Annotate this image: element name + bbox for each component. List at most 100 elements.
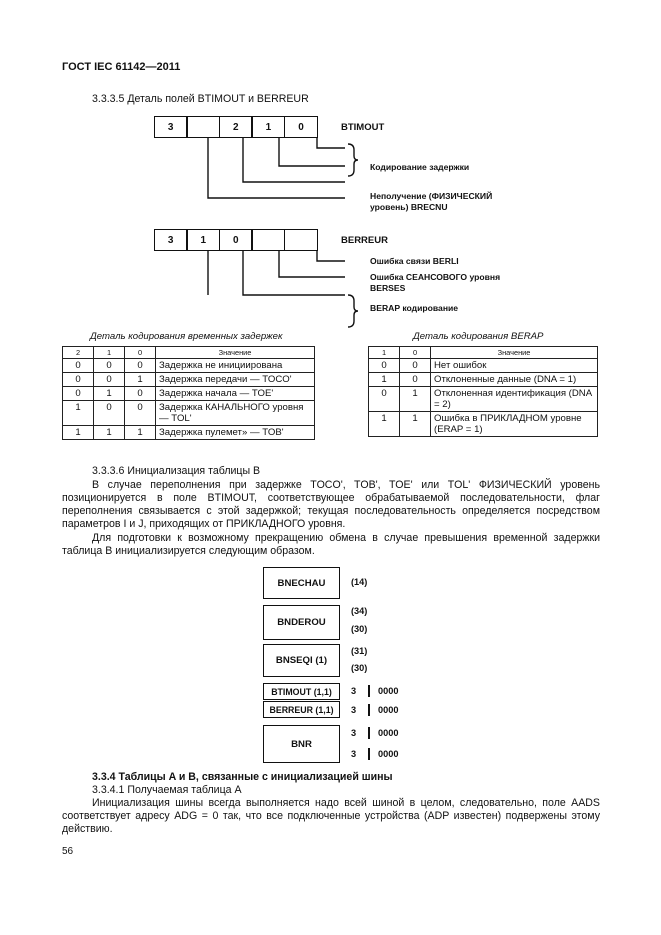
table-cell: 1: [62, 400, 94, 426]
bnderou-box: BNDEROU: [263, 605, 340, 640]
btimout-entry-b: 0000: [378, 686, 399, 696]
section-3-3-4-1-title: 3.3.4.1 Получаемая таблица A: [92, 784, 242, 796]
berreur-entry-box: BERREUR (1,1): [263, 701, 340, 718]
table-cell: 0: [399, 372, 431, 387]
table-cell: 0: [124, 400, 156, 426]
btimout-bit-cell: 3: [153, 116, 188, 138]
bnderou-value-2: (30): [351, 624, 368, 634]
table-cell: Отклоненная идентификация (DNA = 2): [430, 386, 598, 412]
table-cell: 1: [124, 372, 156, 387]
page-number: 56: [62, 846, 74, 857]
bnr-separator-1: [368, 727, 370, 739]
table-cell: Нет ошибок: [430, 358, 598, 373]
table-cell: Задержка КАНАЛЬНОГО уровня — TOL': [155, 400, 315, 426]
table1-header: Значение: [155, 346, 315, 359]
bnr-entry-a2: 3: [351, 749, 357, 759]
table-cell: Задержка не инициирована: [155, 358, 315, 373]
bnr-entry-b2: 0000: [378, 749, 399, 759]
table-cell: 1: [124, 425, 156, 440]
table-cell: 0: [124, 386, 156, 401]
btimout-entry-separator: [368, 685, 370, 697]
btimout-entry-a: 3: [351, 686, 357, 696]
table-cell: 1: [93, 425, 125, 440]
table-cell: Ошибка в ПРИКЛАДНОМ уровне (ERAP = 1): [430, 411, 598, 437]
btimout-entry-box: BTIMOUT (1,1): [263, 683, 340, 700]
table-cell: 1: [368, 411, 400, 437]
btimout-note-brecnu-line2: уровень) BRECNU: [370, 202, 448, 212]
table-cell: 0: [62, 358, 94, 373]
bnechau-box: BNECHAU: [263, 567, 340, 599]
section-3-3-3-5-title: 3.3.3.5 Деталь полей BTIMOUT и BERREUR: [92, 93, 309, 105]
table1-header: 1: [93, 346, 125, 359]
table-cell: 1: [399, 411, 431, 437]
btimout-register-name: BTIMOUT: [341, 122, 385, 133]
bnderou-value-1: (34): [351, 606, 368, 616]
berreur-bit-cell: [251, 229, 286, 251]
table-cell: 1: [62, 425, 94, 440]
berreur-note-berses-line1: Ошибка СЕАНСОВОГО уровня: [370, 272, 501, 282]
paragraph-table-b-init: Для подготовки к возможному прекращению …: [62, 532, 600, 557]
btimout-register: 3 2 1 0: [153, 116, 319, 138]
table-cell: Задержка пулемет» — TOB': [155, 425, 315, 440]
btimout-connector-lines: [207, 138, 359, 199]
table-cell: 1: [368, 372, 400, 387]
table-cell: 0: [62, 372, 94, 387]
page-header: ГОСТ IEC 61142—2011: [62, 61, 181, 73]
bnr-entry-a1: 3: [351, 728, 357, 738]
bnr-entry-b1: 0000: [378, 728, 399, 738]
paragraph-bus-init: Инициализация шины всегда выполняется на…: [62, 797, 600, 835]
btimout-bit-cell: [186, 116, 221, 138]
berreur-note-berses-line2: BERSES: [370, 283, 406, 293]
table-cell: 0: [93, 400, 125, 426]
berreur-entry-b: 0000: [378, 705, 399, 715]
table-cell: 1: [93, 386, 125, 401]
table1-caption: Деталь кодирования временных задержек: [90, 331, 283, 342]
table2-header: 0: [399, 346, 431, 359]
berreur-register: 3 1 0: [153, 229, 319, 251]
berreur-entry-separator: [368, 704, 370, 716]
table2-caption: Деталь кодирования BERAP: [413, 331, 544, 342]
delay-coding-table: 2 1 0 Значение 0 0 0 Задержка не инициир…: [62, 346, 315, 440]
berreur-bit-cell: 1: [186, 229, 221, 251]
table2-header: 1: [368, 346, 400, 359]
berreur-note-berli: Ошибка связи BERLI: [370, 256, 459, 266]
table-row: 0 0 1 Задержка передачи — TOCO': [62, 372, 315, 387]
table2-header: Значение: [430, 346, 598, 359]
table-cell: 1: [399, 386, 431, 412]
bnr-box: BNR: [263, 725, 340, 763]
table-row: 0 1 Отклоненная идентификация (DNA = 2): [368, 386, 598, 412]
section-3-3-4-title: 3.3.4 Таблицы A и B, связанные с инициал…: [92, 771, 393, 783]
bnr-separator-2: [368, 748, 370, 760]
table-row: 0 0 0 Задержка не инициирована: [62, 358, 315, 373]
table-row: 0 1 0 Задержка начала — TOE': [62, 386, 315, 401]
table-row: 1 1 Ошибка в ПРИКЛАДНОМ уровне (ERAP = 1…: [368, 411, 598, 437]
table-cell: 0: [368, 358, 400, 373]
table-cell: 0: [124, 358, 156, 373]
table-row: 0 0 Нет ошибок: [368, 358, 598, 373]
table-cell: 0: [93, 358, 125, 373]
table-row: 1 0 Отклоненные данные (DNA = 1): [368, 372, 598, 387]
paragraph-overflow: В случае переполнения при задержке TOCO'…: [62, 479, 600, 530]
table-cell: Задержка начала — TOE': [155, 386, 315, 401]
table-cell: Задержка передачи — TOCO': [155, 372, 315, 387]
table-cell: 0: [399, 358, 431, 373]
berreur-bit-cell: [284, 229, 319, 251]
btimout-bit-cell: 0: [284, 116, 319, 138]
btimout-bit-cell: 1: [251, 116, 286, 138]
btimout-bit-cell: 2: [218, 116, 253, 138]
btimout-note-brecnu-line1: Неполучение (ФИЗИЧЕСКИЙ: [370, 191, 493, 201]
berreur-bit-cell: 0: [218, 229, 253, 251]
bnseqi-box: BNSEQI (1): [263, 644, 340, 677]
table-row: 1 0 0 Задержка КАНАЛЬНОГО уровня — TOL': [62, 400, 315, 426]
table-cell: 0: [62, 386, 94, 401]
bnseqi-value-2: (30): [351, 663, 368, 673]
berreur-note-berap: BERAP кодирование: [370, 303, 459, 313]
section-3-3-3-6-title: 3.3.3.6 Инициализация таблицы B: [92, 465, 261, 477]
table-cell: 0: [368, 386, 400, 412]
table-cell: Отклоненные данные (DNA = 1): [430, 372, 598, 387]
berap-coding-table: 1 0 Значение 0 0 Нет ошибок 1 0 Отклонен…: [368, 346, 598, 437]
bnechau-value: (14): [351, 577, 368, 587]
table1-header: 0: [124, 346, 156, 359]
btimout-note-delay-coding: Кодирование задержки: [370, 162, 470, 172]
berreur-bit-cell: 3: [153, 229, 188, 251]
